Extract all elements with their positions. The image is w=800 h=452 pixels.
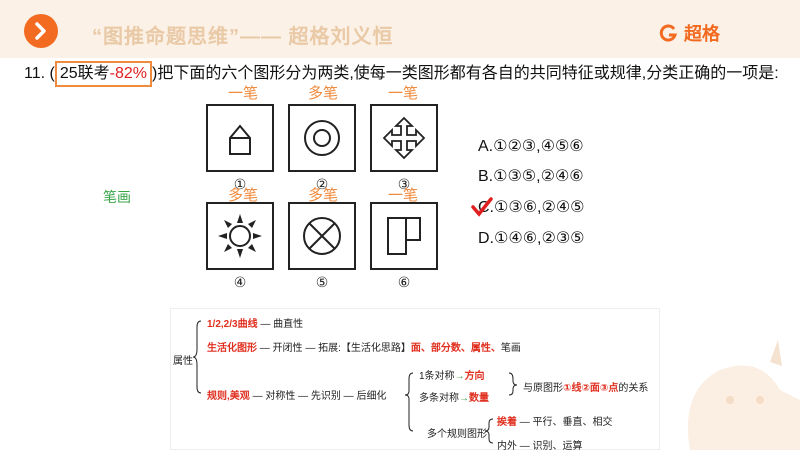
error-rate: -82% <box>109 65 148 82</box>
mm-b3-key: 规则,美观 <box>207 391 250 402</box>
mm-relation: 与原图形①线②面③点的关系 <box>523 379 648 394</box>
annotation-4: 多笔 <box>228 187 259 204</box>
mm-rel-suffix: 的关系 <box>618 383 649 394</box>
mm-symmetry-1: 1条对称→方向 <box>419 367 485 382</box>
checkmark-icon <box>471 197 493 217</box>
figure-6-number: ⑥ <box>397 274 411 290</box>
brand-g-icon <box>659 24 678 42</box>
mm-branch-1: 1/2,2/3曲线 — 曲直性 <box>207 315 303 330</box>
question-number: 11. <box>24 65 46 82</box>
source-tag-label: 25联考 <box>59 65 110 82</box>
figure-4 <box>206 202 274 270</box>
mm-s2-arrow: → <box>459 393 469 404</box>
figure-3 <box>370 104 438 172</box>
source-tag: 25联考-82% <box>54 61 153 87</box>
mm-s3a-label: 挨着 <box>497 417 517 428</box>
figure-5 <box>288 202 356 270</box>
mm-b3-mid: — 对称性 — 先识别 — 后细化 <box>252 391 387 402</box>
option-c[interactable]: C.①③⑥,②④⑤ <box>478 199 585 216</box>
brand-name: 超格 <box>684 24 720 44</box>
four-arrows-icon <box>382 116 426 160</box>
option-d[interactable]: D.①④⑥,②③⑤ <box>478 230 585 247</box>
question-body: )把下面的六个图形分为两类,使每一类图形都有各自的共同特征或规律,分类正确的一项… <box>152 65 779 82</box>
figure-2-number: ② <box>315 176 329 192</box>
mm-s2-label: 多条对称 <box>419 393 459 404</box>
chevron-right-icon <box>35 22 46 40</box>
figure-6 <box>370 202 438 270</box>
house-icon <box>229 124 251 155</box>
mind-map-brackets <box>192 320 518 444</box>
figure-2 <box>288 104 356 172</box>
annotation-6: 一笔 <box>388 187 419 204</box>
mm-s1-label: 1条对称 <box>419 371 455 382</box>
annotation-5: 多笔 <box>308 187 339 204</box>
mm-root: 属性 <box>173 356 193 367</box>
mm-b2-key: 生活化图形 <box>207 343 257 354</box>
mm-b1-key: 1/2,2/3曲线 <box>207 319 258 330</box>
option-b[interactable]: B.①③⑤,②④⑥ <box>478 168 584 185</box>
next-button[interactable] <box>24 14 58 48</box>
mm-symmetry-2: 多条对称→数量 <box>419 389 489 404</box>
mm-s3b-tail: — 识别、运算 <box>519 441 583 452</box>
option-a[interactable]: A.①②③,④⑤⑥ <box>478 138 584 155</box>
crossed-circle-icon <box>303 217 341 255</box>
annotation-1: 一笔 <box>228 85 259 102</box>
mm-branch-2: 生活化图形 — 开闭性 — 拓展:【生活化思路】面、部分数、属性、笔画 <box>207 339 521 354</box>
side-note: 笔画 <box>103 189 131 205</box>
figure-3-number: ③ <box>397 176 411 192</box>
figure-4-number: ④ <box>233 274 247 290</box>
question-text: 11. (25联考-82%)把下面的六个图形分为两类,使每一类图形都有各自的共同… <box>24 60 784 88</box>
mm-rel-red: ①线②面③点 <box>563 383 619 394</box>
mm-b2-mid: — 开闭性 — 拓展:【生活化思路】 <box>259 343 411 354</box>
mm-s2-tail: 数量 <box>469 393 489 404</box>
figure-5-number: ⑤ <box>315 274 329 290</box>
sun-icon <box>218 214 262 258</box>
rectangles-icon <box>387 217 421 255</box>
annotation-2: 多笔 <box>308 85 339 102</box>
mm-b1-tail: — 曲直性 <box>260 319 304 330</box>
mascot-watermark-icon <box>688 340 800 450</box>
mm-multi-shape: 多个规则图形 <box>427 429 487 440</box>
mm-inside-outside: 内外 — 识别、运算 <box>497 437 583 452</box>
mm-rel-prefix: 与原图形 <box>523 383 563 394</box>
figure-1 <box>206 104 274 172</box>
mm-s3b-label: 内外 <box>497 441 517 452</box>
mm-adjacent: 挨着 — 平行、垂直、相交 <box>497 413 613 428</box>
question-paren: ( <box>49 65 55 82</box>
mm-s3a-tail: — 平行、垂直、相交 <box>519 417 613 428</box>
figure-1-number: ① <box>233 176 247 192</box>
header-title: “图推命题思维”—— 超格刘义恒 <box>92 26 394 48</box>
annotation-3: 一笔 <box>388 85 419 102</box>
mm-branch-3: 规则,美观 — 对称性 — 先识别 — 后细化 <box>207 387 386 402</box>
mm-s1-arrow: → <box>454 371 465 382</box>
mm-b2-red: 面、部分数、属性、 <box>410 343 501 354</box>
header-bar: “图推命题思维”—— 超格刘义恒 超格 <box>0 0 800 58</box>
concentric-circles-icon <box>304 120 340 156</box>
mm-s1-tail: 方向 <box>464 371 485 382</box>
mm-b2-tail: 笔画 <box>500 343 521 354</box>
mind-map: 属性 1/2,2/3曲线 — 曲直性 生活化图形 — 开闭性 — 拓展:【生活化… <box>170 308 660 452</box>
brand-logo: 超格 <box>658 20 720 46</box>
